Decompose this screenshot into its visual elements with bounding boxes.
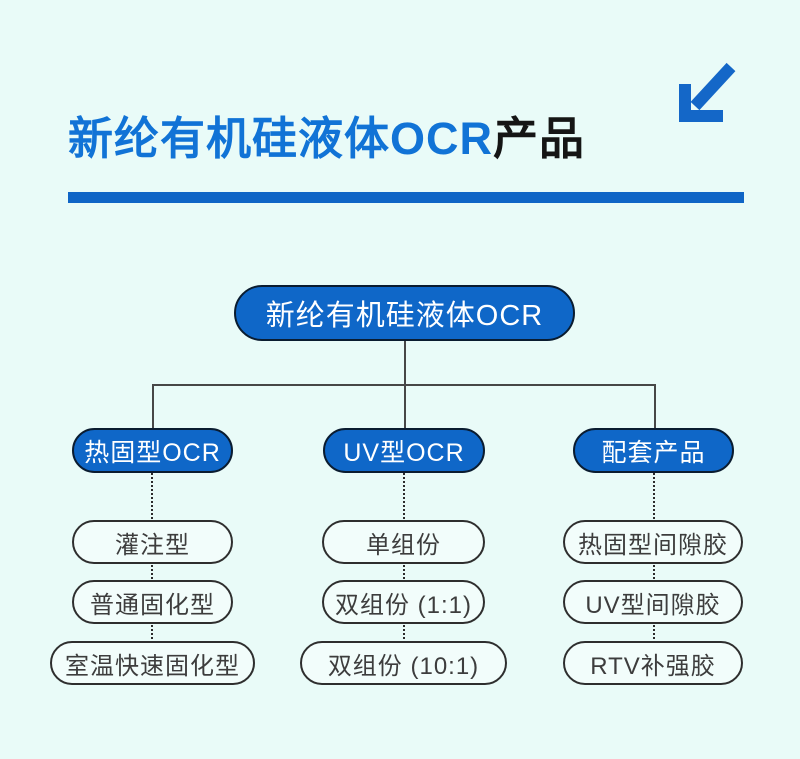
leaf-node: 室温快速固化型	[50, 641, 255, 685]
leaf-node: UV型间隙胶	[563, 580, 743, 624]
leaf-node: 灌注型	[72, 520, 233, 564]
branch-node-uv-ocr: UV型OCR	[323, 428, 485, 473]
connector-left-vertical	[152, 384, 154, 428]
leaf-node: RTV补强胶	[563, 641, 743, 685]
tree-root-node: 新纶有机硅液体OCR	[234, 285, 575, 341]
leaf-node: 热固型间隙胶	[563, 520, 743, 564]
branch-node-accessory: 配套产品	[573, 428, 734, 473]
page-title-suffix: 产品	[493, 113, 586, 164]
arrow-down-left-icon	[679, 62, 736, 122]
page-title-highlight: 新纶有机硅液体OCR	[68, 113, 493, 164]
leaf-node: 普通固化型	[72, 580, 233, 624]
leaf-node: 单组份	[322, 520, 485, 564]
connector-right-vertical	[654, 384, 656, 428]
leaf-node: 双组份 (1:1)	[322, 580, 485, 624]
leaf-node: 双组份 (10:1)	[300, 641, 507, 685]
branch-node-thermal-ocr: 热固型OCR	[72, 428, 233, 473]
page-title: 新纶有机硅液体OCR产品	[68, 108, 585, 170]
title-underline-bar	[68, 192, 744, 203]
connector-horizontal	[152, 384, 655, 386]
